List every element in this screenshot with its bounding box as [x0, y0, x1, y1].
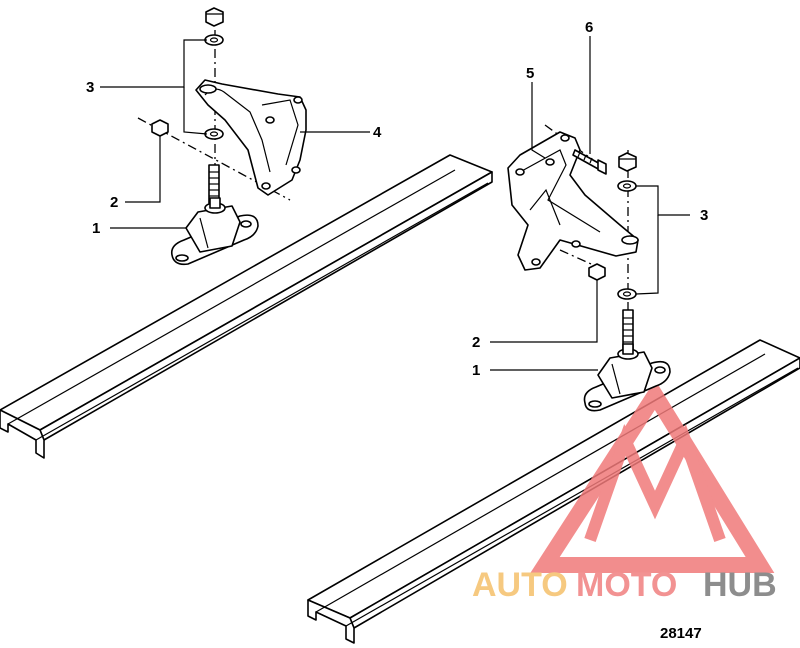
left-lower-washer: [204, 128, 224, 140]
right-top-nut: [618, 152, 637, 172]
callout-left-1: 1: [92, 220, 100, 237]
left-stringer-rail: [0, 154, 493, 459]
watermark-moto: MOTO: [576, 566, 677, 604]
right-mount-stud: [622, 309, 634, 351]
left-engine-bracket: [195, 79, 307, 196]
callout-left-2: 2: [110, 194, 118, 211]
right-lower-washer: [617, 288, 637, 300]
callout-right-6: 6: [585, 19, 593, 36]
callout-right-3: 3: [700, 207, 708, 224]
right-side-nut: [588, 263, 606, 281]
left-top-washer: [204, 34, 224, 46]
right-bolt-axis-2: [559, 249, 601, 269]
callout-left-3: 3: [86, 79, 94, 96]
left-motor-mount: [170, 197, 259, 266]
right-engine-bracket: [507, 131, 639, 271]
watermark-hub: HUB: [703, 566, 777, 604]
automotohub-watermark: AUTO MOTO HUB: [472, 380, 777, 604]
left-top-nut: [205, 7, 224, 27]
callout-right-1: 1: [472, 362, 480, 379]
right-top-washer: [617, 180, 637, 192]
right-motor-mount: [583, 343, 671, 412]
figure-number: 28147: [660, 625, 702, 642]
right-bracket-bolt: [572, 149, 607, 175]
callout-left-4: 4: [373, 124, 382, 141]
callout-right-5: 5: [526, 65, 534, 82]
watermark-auto: AUTO: [472, 566, 568, 604]
watermark-triangle-logo: [530, 380, 775, 573]
callout-right-2: 2: [472, 334, 480, 351]
left-side-nut: [151, 119, 169, 137]
right-stringer-rail: [307, 339, 800, 644]
